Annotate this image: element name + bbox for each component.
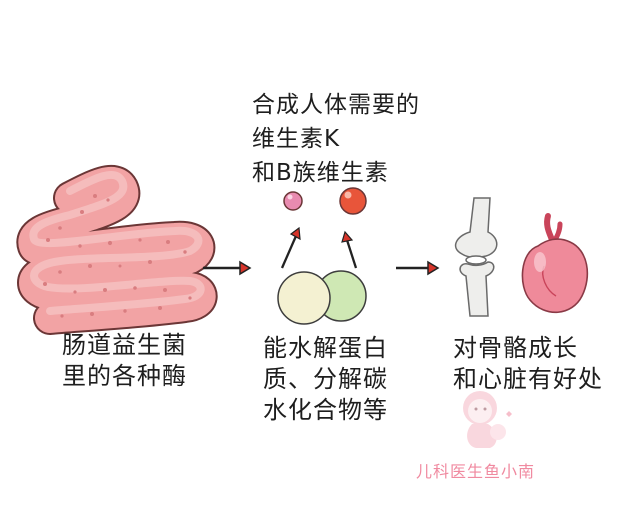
middle-caption-line: 水化合物等: [263, 396, 388, 424]
up-arrow-left: [280, 226, 301, 269]
vitamin-red-ball-icon: [339, 187, 367, 215]
left-caption-line: 肠道益生菌: [62, 331, 187, 359]
top-caption-line: 合成人体需要的: [252, 92, 420, 118]
right-caption-line: 和心脏有好处: [453, 365, 603, 393]
top-caption-line: 维生素K: [252, 126, 341, 152]
knee-bone-icon: [454, 197, 498, 317]
top-caption: 合成人体需要的 维生素K 和B族维生素: [252, 88, 420, 190]
top-caption-line: 和B族维生素: [252, 160, 389, 186]
right-caption-line: 对骨骼成长: [453, 334, 578, 362]
intestine-icon: [16, 165, 218, 335]
heart-icon: [521, 213, 589, 314]
arrow-nutrients-to-organs: [396, 260, 440, 276]
middle-caption-line: 能水解蛋白: [263, 334, 388, 362]
left-caption: 肠道益生菌 里的各种酶: [62, 330, 187, 392]
up-arrow-right: [341, 230, 358, 269]
nutrient-cream-ball-icon: [277, 271, 331, 325]
right-caption: 对骨骼成长 和心脏有好处: [453, 333, 603, 395]
middle-caption: 能水解蛋白 质、分解碳 水化合物等: [263, 333, 388, 426]
middle-caption-line: 质、分解碳: [263, 365, 388, 393]
arrow-intestine-to-nutrients: [203, 260, 252, 276]
watermark-text: 儿科医生鱼小南: [416, 462, 536, 481]
vitamin-pink-ball-icon: [283, 191, 303, 211]
watermark-mascot-icon: [463, 391, 512, 448]
left-caption-line: 里的各种酶: [62, 362, 187, 390]
